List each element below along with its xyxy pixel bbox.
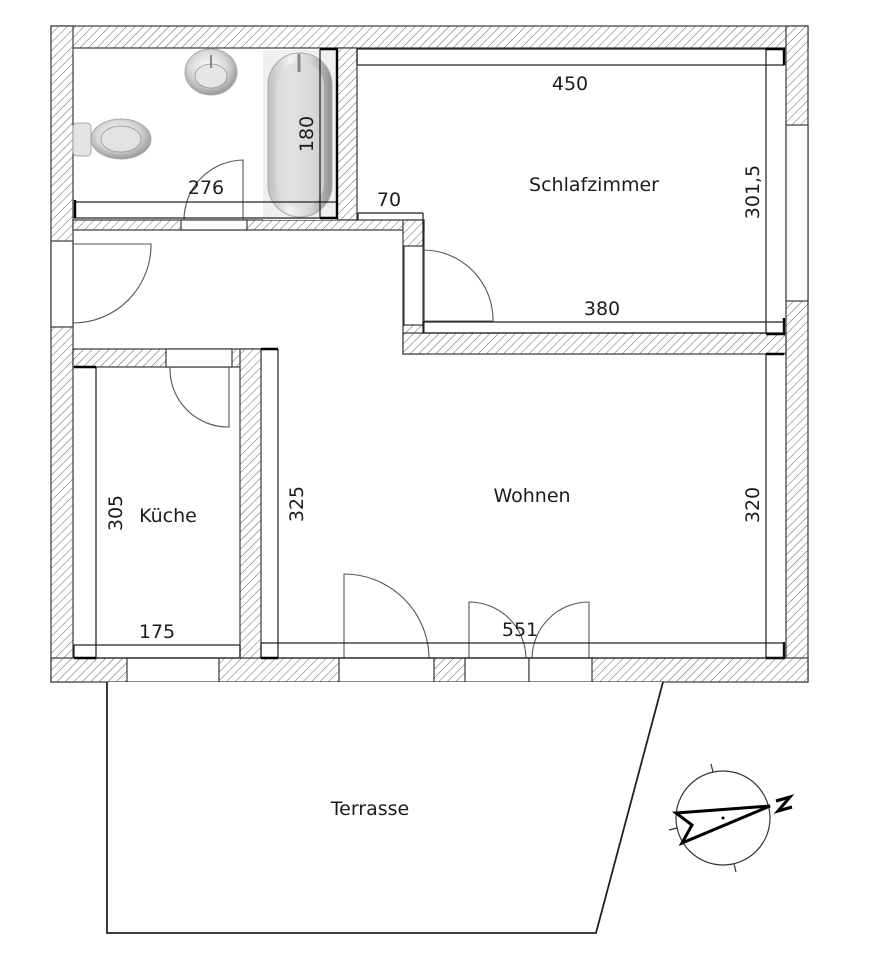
dim-380-line: [422, 321, 785, 334]
wall-bath-bottom: [72, 219, 425, 231]
room-labels: Schlafzimmer Küche Wohnen: [139, 174, 659, 527]
dimension-lines: [73, 47, 786, 660]
bedroom-door-swing: [422, 249, 494, 322]
dim-kueche-height: 305: [105, 495, 127, 531]
door-swings: [72, 159, 590, 659]
dim-wohnen-height-left: 325: [286, 486, 308, 522]
kitchen-door-opening: [165, 348, 233, 368]
dim-wohnen-height-right: 320: [742, 487, 764, 523]
room-label-terrasse: Terrasse: [330, 798, 410, 820]
bedroom-window: [785, 124, 809, 302]
north-marker: [773, 794, 795, 814]
openings: [50, 124, 809, 683]
dim-schlaf-bottom: 380: [584, 298, 620, 320]
living-door-1-swing: [343, 573, 430, 659]
dim-tub-length: 180: [296, 116, 318, 152]
wall-bedroom-bottom: [402, 332, 787, 355]
living-door-2a-opening: [464, 657, 530, 683]
wall-top-outer: [50, 25, 809, 49]
living-door-2a-swing: [468, 601, 527, 659]
room-label-schlafzimmer: Schlafzimmer: [529, 174, 659, 196]
bath-door-swing: [183, 159, 244, 221]
dim-bath-width: 276: [188, 177, 224, 199]
dimension-labels: 276 180 70 450 380 301,5 305 175 325 320…: [105, 73, 764, 643]
wall-kitchen-living: [239, 348, 262, 659]
terrace-outline: [106, 681, 664, 934]
kitchen-window: [126, 657, 220, 683]
compass-icon: [668, 763, 795, 873]
living-door-2b-swing: [531, 601, 590, 659]
washbasin-icon: [184, 48, 238, 96]
dim-wohnen-width: 551: [502, 619, 538, 641]
bedroom-door-opening: [403, 245, 424, 326]
dim-schlaf-top: 450: [552, 73, 588, 95]
bath-fixtures: [72, 48, 337, 220]
bath-door-opening: [180, 219, 248, 231]
terrace: Terrasse: [106, 681, 664, 934]
living-door-1-opening: [338, 657, 435, 683]
dim-175-line: [73, 644, 241, 659]
dim-kueche-width: 175: [139, 621, 175, 643]
living-door-2b-opening: [528, 657, 593, 683]
entrance-door-swing: [72, 243, 152, 324]
room-label-wohnen: Wohnen: [493, 485, 570, 507]
dim-551-line: [260, 642, 785, 659]
room-label-kueche: Küche: [139, 505, 197, 527]
dim-flur-offset: 70: [377, 189, 401, 211]
kitchen-door-swing: [169, 366, 230, 428]
toilet-icon: [72, 118, 152, 160]
bathtub-icon: [263, 50, 337, 220]
dim-450-line: [356, 48, 785, 66]
entrance-door-opening: [50, 240, 74, 328]
dim-schlaf-height: 301,5: [742, 165, 764, 219]
wall-left-outer: [50, 25, 74, 683]
wall-bath-bedroom: [336, 47, 358, 221]
walls: [50, 25, 809, 683]
